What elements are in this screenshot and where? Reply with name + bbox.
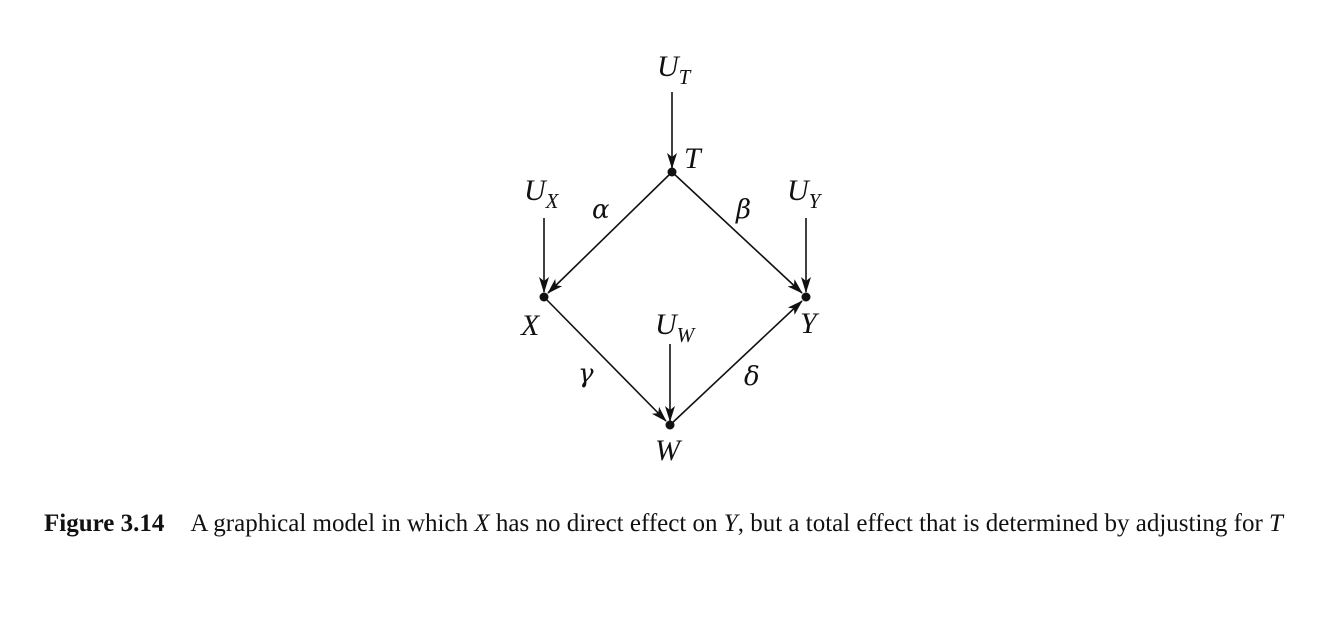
edge-t-to-y [671, 171, 803, 294]
label-ut: UT [657, 50, 692, 89]
node-y-dot [801, 292, 811, 302]
label-delta: δ [744, 362, 760, 392]
figure-label: Figure 3.14 [44, 510, 165, 537]
label-beta: β [735, 195, 751, 225]
edge-t-to-x [547, 171, 673, 294]
label-gamma: γ [578, 359, 594, 389]
label-uw: UW [655, 308, 697, 347]
label-ux: UX [524, 174, 560, 213]
node-w-dot [665, 420, 675, 430]
label-node-w: W [655, 434, 683, 467]
caption-text-1: A graphical model in which [190, 510, 475, 537]
caption-var-y: Y [723, 510, 738, 537]
label-alpha: α [592, 195, 610, 225]
edge-w-to-y [669, 300, 803, 426]
node-t-dot [667, 167, 677, 177]
caption-var-t: T [1269, 510, 1283, 537]
edge-x-to-w [543, 296, 667, 422]
caption-text-2: has no direct effect on [489, 510, 724, 537]
caption-text-3: , but a total effect that is determined … [737, 510, 1270, 537]
node-x-dot [539, 292, 549, 302]
label-node-y: Y [800, 307, 820, 340]
label-node-t: T [684, 142, 703, 175]
label-uy: UY [787, 174, 823, 213]
caption-var-x: X [474, 510, 490, 537]
label-node-x: X [520, 309, 541, 342]
causal-diagram: UT UX UY UW T X Y W α β γ δ [520, 50, 823, 467]
